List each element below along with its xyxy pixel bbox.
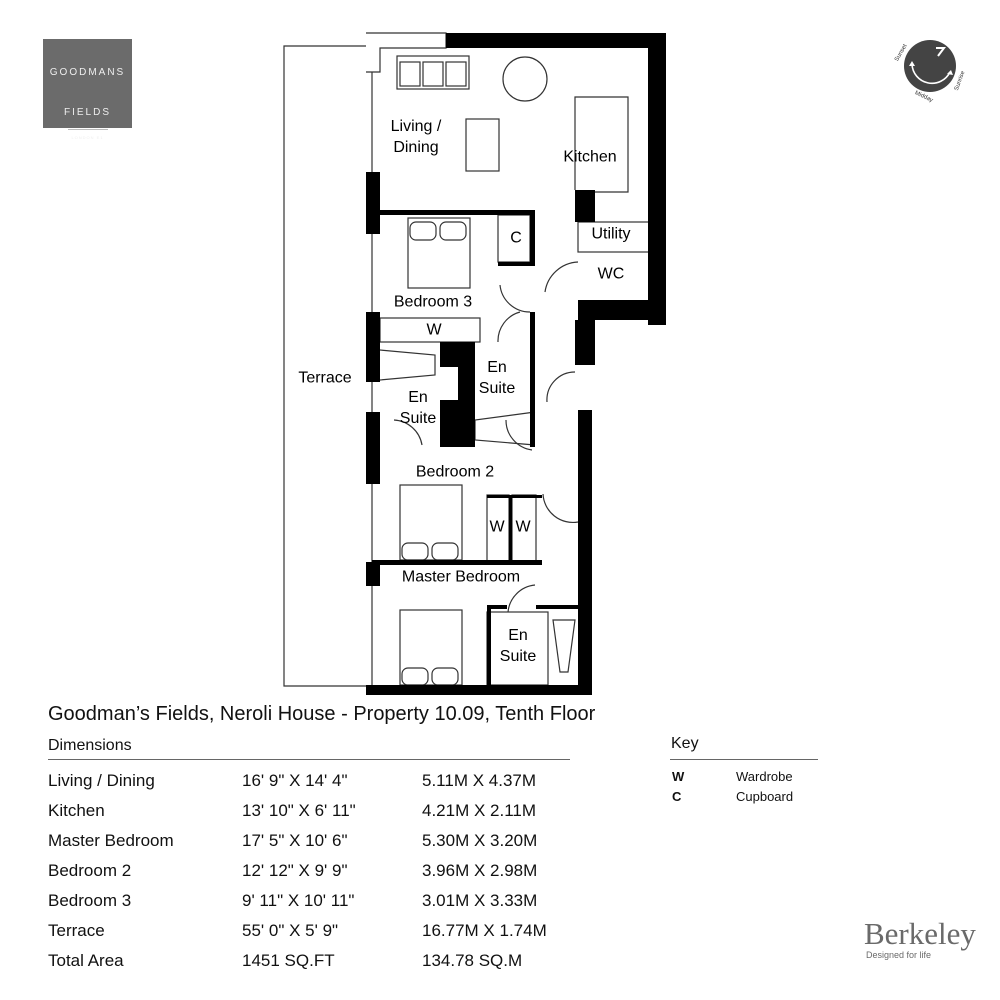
berkeley-logo: Berkeley Designed for life: [864, 916, 976, 961]
dimension-imperial: 9' 11" X 10' 11": [242, 891, 355, 910]
logo-line-2: FIELDS: [63, 107, 111, 118]
room-label-en-suite: En Suite: [399, 389, 437, 427]
property-title: Goodman’s Fields, Neroli House - Propert…: [48, 703, 596, 725]
key-label: Cupboard: [736, 789, 794, 804]
developer-name: Berkeley: [864, 916, 976, 951]
dimension-metric: 134.78 SQ.M: [422, 951, 523, 970]
dimension-row: Total Area 1451 SQ.FT 134.78 SQ.M: [48, 951, 608, 973]
dimension-row: Terrace 55' 0" X 5' 9" 16.77M X 1.74M: [48, 921, 608, 943]
room-label-bedroom-2: Bedroom 2: [415, 463, 495, 481]
dimension-row: Living / Dining 16' 9" X 14' 4" 5.11M X 4.…: [48, 771, 608, 793]
dimension-room: Bedroom 3: [48, 891, 132, 910]
dimension-metric: 5.30M X 3.20M: [422, 831, 538, 850]
dimension-row: Bedroom 2 12' 12" X 9' 9" 3.96M X 2.98M: [48, 861, 608, 883]
table-icon: [502, 56, 548, 102]
room-label-living-dining: Living / Dining: [390, 118, 442, 156]
dimension-room: Living / Dining: [48, 771, 155, 790]
kitchen-counter: [574, 96, 629, 193]
logo-line-1: GOODMANS: [49, 67, 126, 78]
dimension-row: Master Bedroom 17' 5" X 10' 6" 5.30M X 3.2…: [48, 831, 608, 853]
dimension-imperial: 16' 9" X 14' 4": [242, 771, 348, 790]
room-label-wc: WC: [597, 265, 625, 283]
dimension-row: Bedroom 3 9' 11" X 10' 11" 3.01M X 3.33M: [48, 891, 608, 913]
dimension-metric: 3.96M X 2.98M: [422, 861, 538, 880]
divider: [670, 759, 818, 760]
terrace-outline: [283, 45, 368, 687]
dimension-row: Kitchen 13' 10" X 6' 11" 4.21M X 2.11M: [48, 801, 608, 823]
room-label-utility: Utility: [591, 225, 631, 243]
room-label-wardrobe: W: [515, 518, 531, 536]
dimension-room: Total Area: [48, 951, 124, 970]
key-heading: Key: [671, 735, 699, 752]
goodmans-fields-logo: GOODMANS FIELDS LONDON E1: [43, 39, 132, 140]
dimension-metric: 4.21M X 2.11M: [422, 801, 537, 820]
key-code: W: [672, 769, 685, 784]
room-label-cupboard: C: [510, 229, 522, 247]
room-label-wardrobe: W: [426, 321, 442, 339]
walls: [366, 33, 666, 695]
armchair-icon: [465, 118, 500, 172]
key-label: Wardrobe: [736, 769, 793, 784]
divider: [48, 759, 570, 760]
dimension-metric: 5.11M X 4.37M: [422, 771, 537, 790]
dimension-metric: 16.77M X 1.74M: [422, 921, 547, 940]
dimension-room: Terrace: [48, 921, 105, 940]
bed-icon-bedroom2: [399, 484, 463, 561]
compass-icon: [904, 40, 956, 92]
bed-icon-bedroom3: [407, 217, 471, 289]
dimension-room: Kitchen: [48, 801, 105, 820]
dimension-room: Master Bedroom: [48, 831, 174, 850]
logo-line-3: LONDON E1: [67, 129, 108, 140]
room-label-en-suite: En Suite: [478, 359, 516, 397]
dimension-imperial: 12' 12" X 9' 9": [242, 861, 348, 880]
room-label-wardrobe: W: [489, 518, 505, 536]
dimensions-heading: Dimensions: [48, 737, 132, 754]
dimension-room: Bedroom 2: [48, 861, 132, 880]
room-label-terrace: Terrace: [298, 369, 352, 387]
dimension-imperial: 55' 0" X 5' 9": [242, 921, 339, 940]
room-label-en-suite: En Suite: [499, 627, 537, 665]
dimension-imperial: 1451 SQ.FT: [242, 951, 335, 970]
dimension-metric: 3.01M X 3.33M: [422, 891, 538, 910]
bed-icon-master: [399, 609, 463, 686]
key-code: C: [672, 789, 682, 804]
sofa-icon: [396, 55, 470, 90]
dimension-imperial: 13' 10" X 6' 11": [242, 801, 356, 820]
floor-plan: [283, 32, 666, 695]
room-label-kitchen: Kitchen: [563, 148, 617, 166]
developer-tagline: Designed for life: [866, 950, 932, 960]
dimension-imperial: 17' 5" X 10' 6": [242, 831, 348, 850]
room-label-master-bedroom: Master Bedroom: [401, 568, 521, 586]
room-label-bedroom-3: Bedroom 3: [393, 293, 473, 311]
sun-compass: Sunset Midday Sunrise: [888, 36, 968, 111]
